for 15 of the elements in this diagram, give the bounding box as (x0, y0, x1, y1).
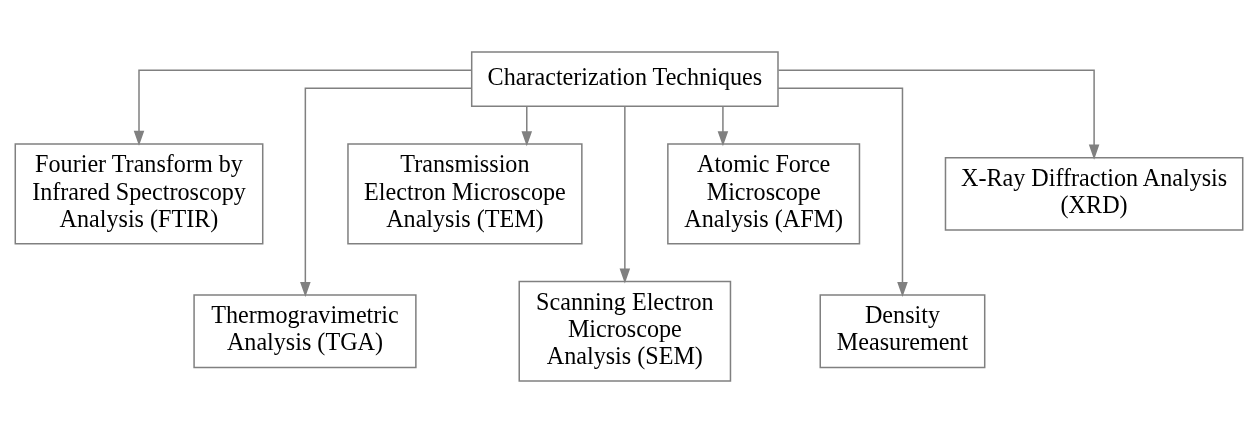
arrow (300, 87, 473, 297)
node-box: X-Ray Diffraction Analysis (XRD) (944, 156, 1244, 231)
arrow (133, 68, 472, 146)
arrow (777, 87, 908, 297)
node-box: Density Measurement (819, 293, 986, 368)
node-box: Atomic Force Microscope Analysis (AFM) (667, 142, 861, 244)
arrow (619, 105, 631, 283)
node-box: Characterization Techniques (470, 50, 779, 107)
node-box: Transmission Electron Microscope Analysis (TEM) (347, 142, 583, 244)
arrow (521, 105, 533, 146)
node-box: Fourier Transform by Infrared Spectroscopy Analysis (FTIR) (14, 142, 264, 244)
node-box: Scanning Electron Microscope Analysis (SEM) (518, 280, 732, 382)
arrow (777, 68, 1100, 160)
arrow (717, 105, 729, 146)
node-box: Thermogravimetric Analysis (TGA) (193, 293, 417, 368)
